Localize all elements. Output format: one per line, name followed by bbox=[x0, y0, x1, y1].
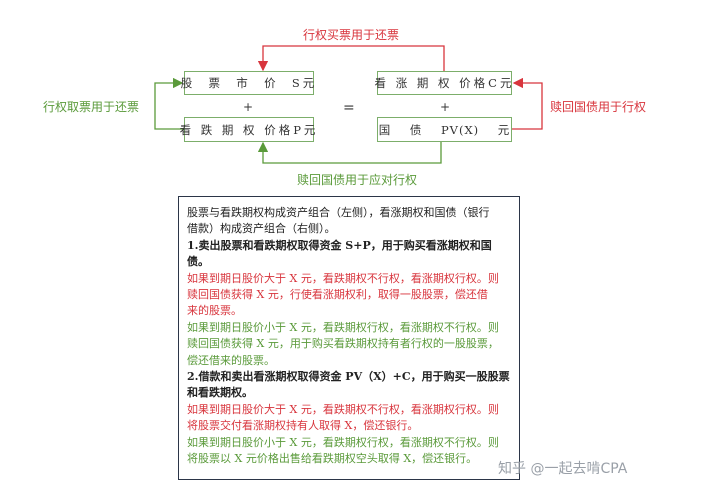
put-option-box: 看 跌 期 权 价格P元 bbox=[180, 117, 315, 142]
step2-red-line-1: 如果到期日股价大于 X 元，看跌期权不行权，看涨期权行权。则 bbox=[187, 402, 499, 416]
left-plus: + bbox=[243, 100, 254, 114]
zhihu-watermark: 知乎 @一起去啃CPA bbox=[498, 461, 628, 477]
step1-green-line-1: 如果到期日股价小于 X 元，看跌期权行权，看涨期权不行权。则 bbox=[187, 320, 499, 334]
equals-sign: = bbox=[343, 100, 355, 116]
step2-red-line-2: 将股票交付看涨期权持有人取得 X，偿还银行。 bbox=[187, 419, 419, 433]
bond-box: 国 债 PV(X) 元 bbox=[377, 117, 512, 142]
stock-price-box: 股 票 市 价 S元 bbox=[181, 71, 314, 95]
left-arrow bbox=[154, 77, 184, 130]
right-plus: + bbox=[440, 100, 451, 114]
step1-red-line-3: 来的股票。 bbox=[187, 304, 242, 318]
step1-green-line-3: 偿还借来的股票。 bbox=[187, 353, 275, 367]
step2-title-line-1: 2.借款和卖出看涨期权取得资金 PV（X）+C，用于购买一股股票 bbox=[187, 370, 510, 384]
right-arrow bbox=[512, 77, 543, 130]
bottom-arrow-label: 赎回国债用于应对行权 bbox=[297, 173, 418, 187]
call-option-box: 看 涨 期 权 价格C元 bbox=[375, 71, 512, 95]
intro-line-1: 股票与看跌期权构成资产组合（左侧），看涨期权和国债（银行 bbox=[187, 206, 490, 219]
step1-red-line-2: 赎回国债获得 X 元，行使看涨期权利，取得一股股票，偿还借 bbox=[187, 288, 488, 302]
top-arrow bbox=[257, 45, 445, 72]
right-arrow-label: 赎回国债用于行权 bbox=[550, 100, 647, 114]
intro-line-2: 借款）构成资产组合（右侧）。 bbox=[187, 222, 336, 236]
top-arrow-label: 行权买票用于还票 bbox=[303, 28, 400, 42]
step1-title-line-1: 1.卖出股票和看跌期权取得资金 S+P，用于购买看涨期权和国 bbox=[187, 238, 492, 252]
step1-red-line-1: 如果到期日股价大于 X 元，看跌期权不行权，看涨期权行权。则 bbox=[187, 271, 499, 285]
explanation-text-box: 股票与看跌期权构成资产组合（左侧），看涨期权和国债（银行 借款）构成资产组合（右… bbox=[178, 196, 520, 480]
step2-title-line-2: 和看跌期权。 bbox=[187, 386, 253, 400]
step2-green-line-2: 将股票以 X 元价格出售给看跌期权空头取得 X，偿还银行。 bbox=[187, 452, 478, 466]
step2-green-line-1: 如果到期日股价小于 X 元，看跌期权行权，看涨期权不行权。则 bbox=[187, 435, 499, 449]
left-arrow-label: 行权取票用于还票 bbox=[43, 100, 140, 114]
step1-green-line-2: 赎回国债获得 X 元，用于购买看跌期权持有者行权的一股股票， bbox=[187, 337, 499, 351]
bottom-arrow bbox=[257, 141, 442, 164]
step1-title-line-2: 债。 bbox=[187, 255, 209, 269]
